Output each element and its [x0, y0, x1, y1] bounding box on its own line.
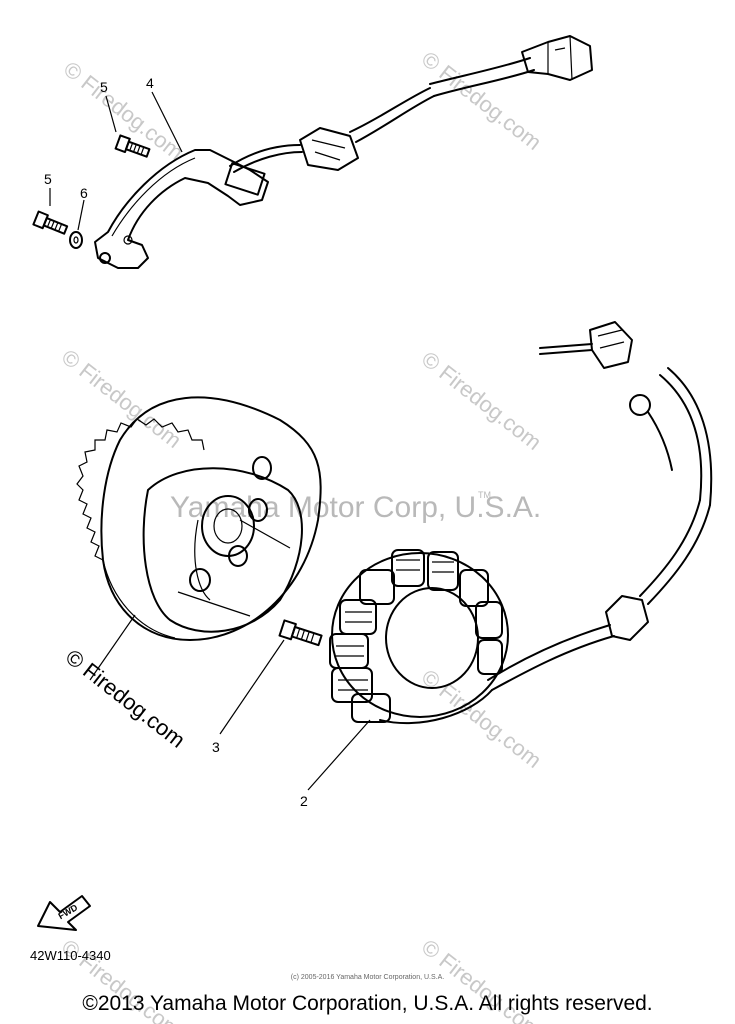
pickup-bracket: [94, 149, 269, 269]
rotor-hole: [189, 568, 211, 592]
pickup-sensor: [224, 162, 266, 196]
leader-6: [77, 199, 85, 231]
bracket-edge: [111, 157, 196, 237]
callout-2: 2: [300, 793, 308, 809]
pickup-harness: [433, 69, 535, 97]
watermark-firedog-dark: © Firedog.com: [61, 644, 190, 753]
watermark-firedog: © Firedog.com: [417, 664, 546, 773]
watermark-firedog: © Firedog.com: [59, 56, 188, 165]
rotor-hole: [252, 456, 272, 480]
coupler-detail: [547, 35, 573, 81]
pickup-wire: [229, 144, 301, 167]
bolt-3: [278, 619, 323, 647]
hardware-small: [32, 134, 151, 249]
bullet-terminal: [629, 394, 651, 416]
stator-grommet: [605, 595, 649, 641]
callout-5: 5: [100, 79, 108, 95]
copyright-main: ©2013 Yamaha Motor Corporation, U.S.A. A…: [82, 992, 653, 1015]
watermark-firedog: © Firedog.com: [417, 46, 546, 155]
stator-lead-bundle: [379, 689, 493, 725]
fwd-arrow-icon: [37, 895, 91, 931]
pickup-coil-assembly: [94, 35, 593, 269]
coil-windings: [336, 559, 454, 691]
pickup-connector-grommet: [299, 127, 359, 171]
stator-harness-up: [647, 504, 711, 605]
stator-assembly: [329, 321, 713, 725]
stator-harness-up: [639, 499, 701, 597]
rotor-rim: [102, 559, 176, 639]
pickup-harness: [355, 95, 435, 143]
bolt-5-upper: [114, 134, 151, 158]
leader-1: [89, 614, 136, 681]
stator-coils: [329, 549, 503, 723]
bracket-hole: [123, 235, 133, 245]
rotor-inner-face: [142, 467, 303, 633]
watermark-firedog: © Firedog.com: [417, 346, 546, 455]
pickup-coupler: [521, 35, 593, 81]
lead-wire: [647, 411, 673, 471]
lead-wire: [539, 349, 593, 355]
bracket-hole: [99, 252, 111, 264]
leader-lines: [49, 91, 371, 791]
coupler-detail: [597, 329, 625, 349]
hub-bore: [213, 508, 243, 544]
rotor-hole: [248, 498, 268, 522]
callout-4: 4: [146, 75, 154, 91]
leader-4: [151, 91, 183, 153]
leader-5a: [105, 95, 117, 133]
copyright-small: (c) 2005-2016 Yamaha Motor Corporation, …: [290, 974, 445, 981]
callout-5: 5: [44, 171, 52, 187]
stator-harness: [487, 624, 611, 681]
stator-harness-up: [659, 374, 703, 501]
stator-harness-up: [667, 367, 713, 506]
bolt-5-lower: [32, 210, 69, 235]
part-code: 42W110-4340: [30, 948, 111, 963]
rotor-spokes: [177, 519, 291, 617]
pickup-harness: [349, 87, 431, 133]
pickup-wire: [233, 151, 303, 173]
connector-detail: [311, 139, 346, 161]
washer-6: [69, 231, 83, 249]
watermark-tm: TM: [478, 490, 491, 500]
watermark-firedog-text: Firedog.com: [78, 658, 190, 753]
flywheel-rotor: [76, 396, 322, 641]
fwd-arrow: FWD: [37, 895, 91, 931]
stator-harness: [491, 635, 615, 691]
callout-6: 6: [80, 185, 88, 201]
washer-hole: [73, 236, 79, 244]
rotor-hole: [228, 545, 248, 567]
leader-2: [307, 719, 371, 791]
ring-gear-teeth: [76, 418, 205, 561]
callout-labels: 4 5 5 6 3 2: [44, 75, 308, 809]
leader-3: [219, 639, 285, 735]
lead-wire: [539, 343, 593, 349]
pickup-harness: [429, 57, 531, 85]
fwd-label: FWD: [57, 902, 80, 921]
stator-core-bore: [385, 587, 479, 689]
callout-3: 3: [212, 739, 220, 755]
